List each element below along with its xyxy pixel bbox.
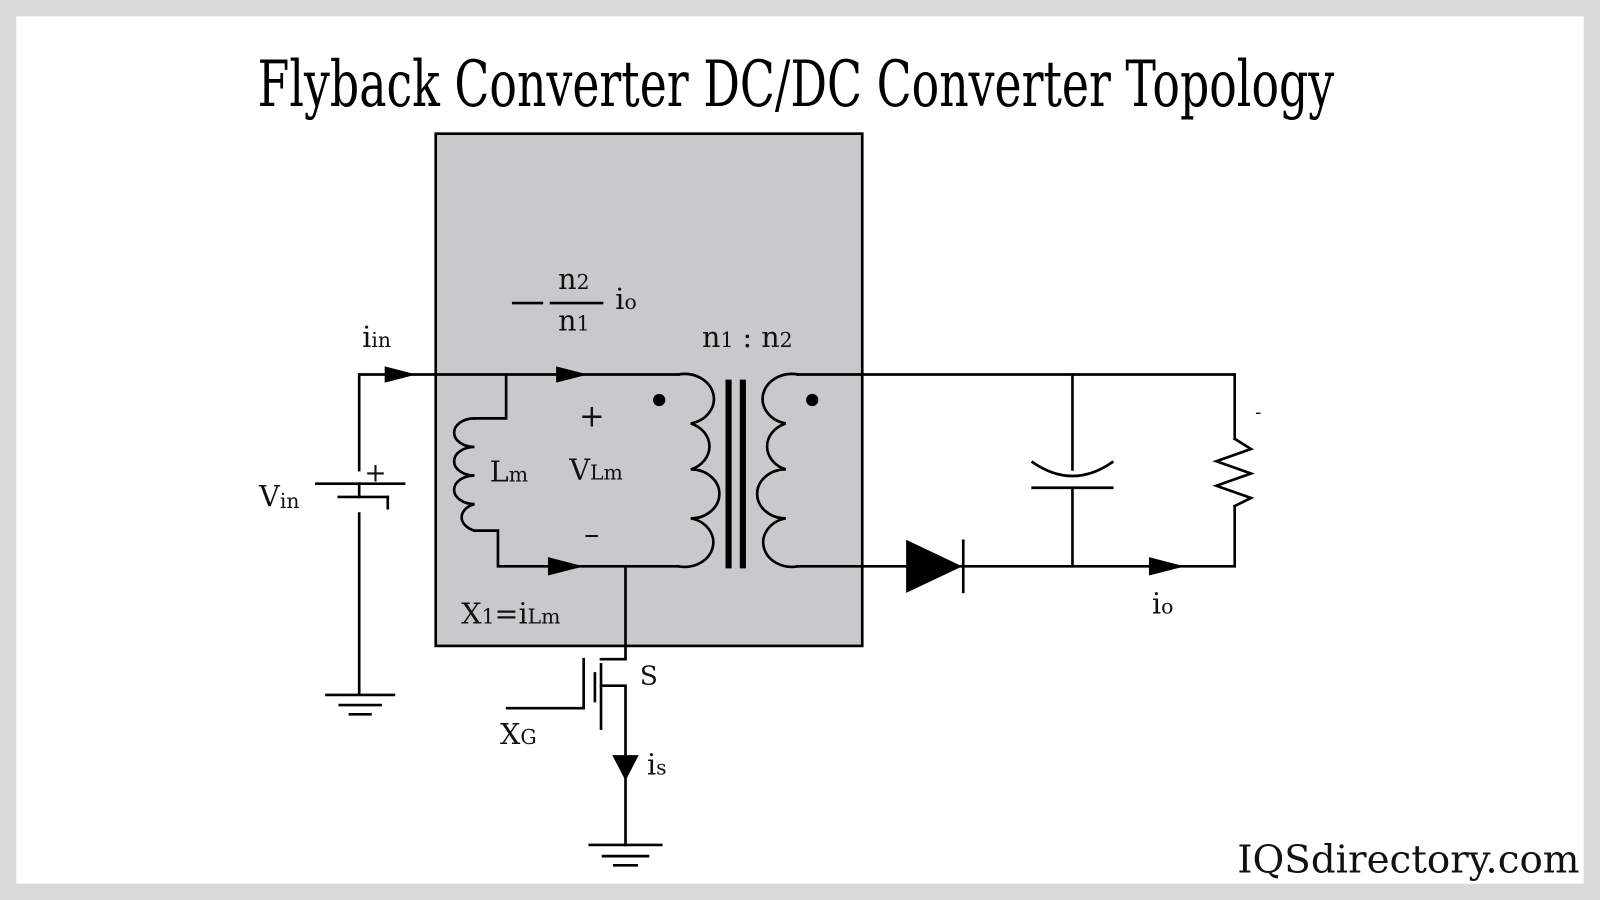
primary-current-arrow-icon — [556, 366, 588, 383]
ground-icon — [325, 693, 396, 716]
switch-label: S — [640, 661, 658, 692]
transformer-model-box — [434, 132, 864, 648]
battery-plus-sign: + — [364, 458, 386, 489]
x1-label: X1=iLm — [461, 596, 560, 630]
is-arrow-icon — [612, 755, 639, 781]
ratio-denominator: n1 — [558, 304, 589, 338]
iin-arrow-icon — [384, 366, 417, 383]
vlm-label: VLm — [568, 453, 623, 487]
resistor-icon — [1212, 436, 1256, 508]
output-top-wire — [796, 373, 1237, 441]
io-arrow-icon — [1148, 557, 1185, 576]
primary-polarity-dot — [653, 393, 666, 407]
secondary-polarity-dot — [806, 393, 819, 407]
is-label: is — [647, 747, 667, 781]
input-loop — [357, 366, 680, 696]
lm-current-arrow-icon — [547, 557, 584, 576]
diagram-title: Flyback Converter DC/DC Converter Topolo… — [258, 47, 1335, 121]
vin-label: Vin — [258, 479, 299, 513]
xg-label: XG — [500, 717, 537, 751]
transformer-primary-winding — [677, 372, 721, 569]
capacitor-icon — [1030, 373, 1115, 568]
mosfet-switch-icon — [505, 565, 627, 847]
turns-ratio-label: n1 : n2 — [702, 320, 793, 354]
vlm-minus-sign: – — [584, 517, 599, 552]
io-label: io — [1152, 586, 1173, 620]
iin-label: iin — [362, 320, 391, 354]
magnetizing-inductor — [452, 373, 680, 568]
dc-source — [315, 471, 407, 513]
ratio-current-label: io — [615, 282, 636, 316]
vlm-plus-sign: + — [579, 400, 605, 435]
switch-ground-icon — [588, 843, 663, 867]
diode-icon — [906, 539, 965, 594]
ratio-numerator: n2 — [558, 262, 589, 296]
lm-label: Lm — [490, 455, 528, 489]
transformer-secondary-winding — [755, 372, 800, 569]
watermark: IQSdirectory.com — [1237, 837, 1579, 882]
load-minus-sign: - — [1255, 402, 1261, 423]
